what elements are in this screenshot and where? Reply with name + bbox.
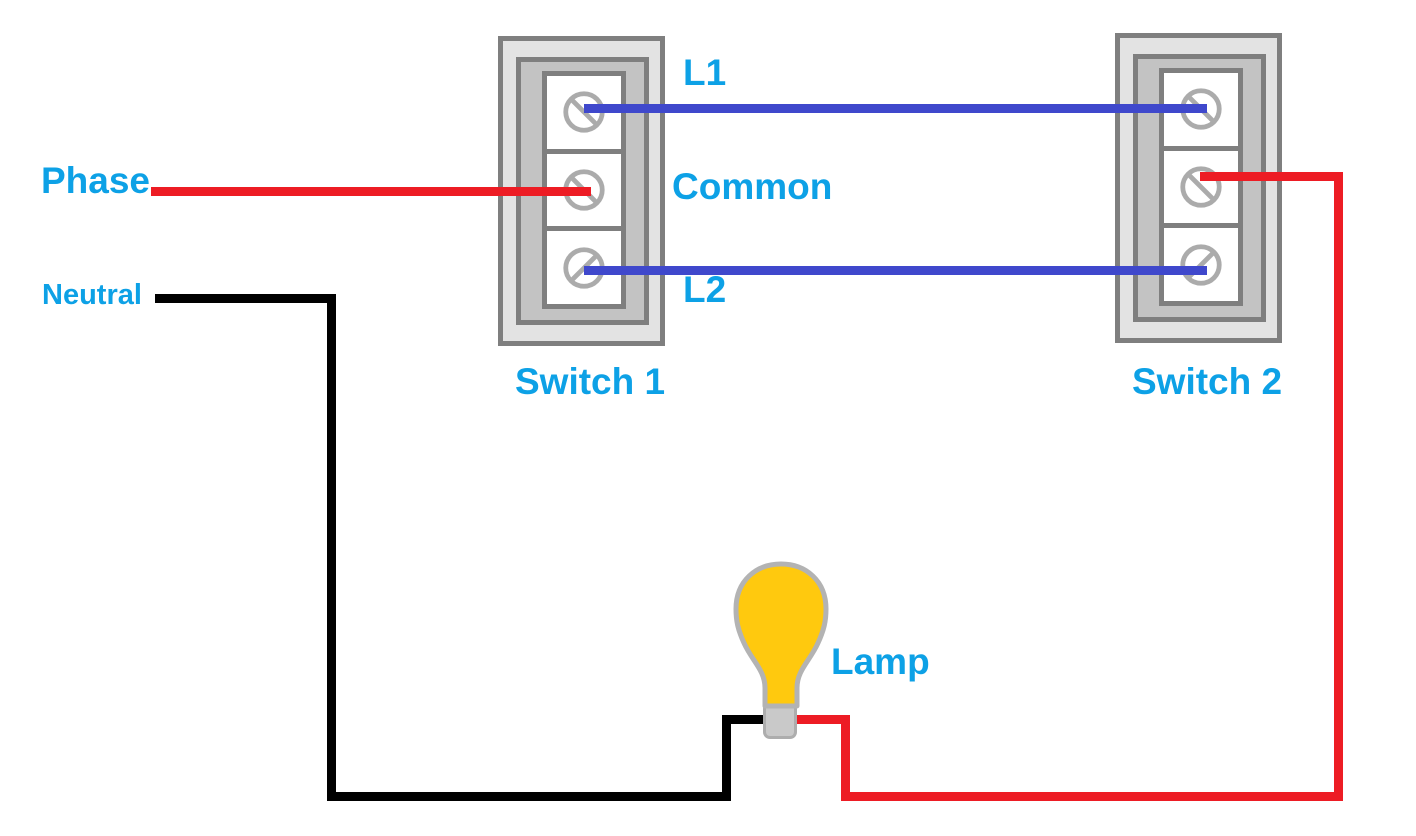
- switched-live-wire-segment: [841, 715, 850, 801]
- screw-terminal-icon: [1180, 244, 1222, 286]
- neutral-wire-segment: [327, 294, 336, 801]
- switched-live-wire-segment: [1200, 172, 1343, 181]
- traveler-wire-l1: [584, 104, 1207, 113]
- switch-2-body: [1133, 54, 1266, 322]
- traveler-wire-l2: [584, 266, 1207, 275]
- switch-2-terminal-l2: [1164, 228, 1238, 302]
- phase-label: Phase: [41, 160, 151, 201]
- switched-live-wire-segment: [841, 792, 1343, 801]
- l1-label: L1: [683, 52, 727, 93]
- lamp-label: Lamp: [831, 641, 930, 682]
- neutral-wire-segment: [722, 715, 731, 801]
- neutral-wire-segment: [327, 792, 731, 801]
- neutral-wire-segment: [155, 294, 336, 303]
- switched-live-wire-segment: [1334, 172, 1343, 801]
- l2-label: L2: [683, 269, 727, 310]
- switch-1-label: Switch 1: [515, 361, 666, 402]
- neutral-label: Neutral: [42, 279, 142, 311]
- switch-2: [1115, 33, 1282, 343]
- lamp-bulb-icon: [733, 561, 829, 709]
- switch-2-label: Switch 2: [1132, 361, 1283, 402]
- common-label: Common: [672, 166, 833, 207]
- switch-2-terminal-common: [1164, 150, 1238, 224]
- switched-live-wire-segment: [797, 715, 850, 724]
- phase-wire: [151, 187, 591, 196]
- screw-terminal-icon: [1180, 166, 1222, 208]
- neutral-wire-segment: [722, 715, 766, 724]
